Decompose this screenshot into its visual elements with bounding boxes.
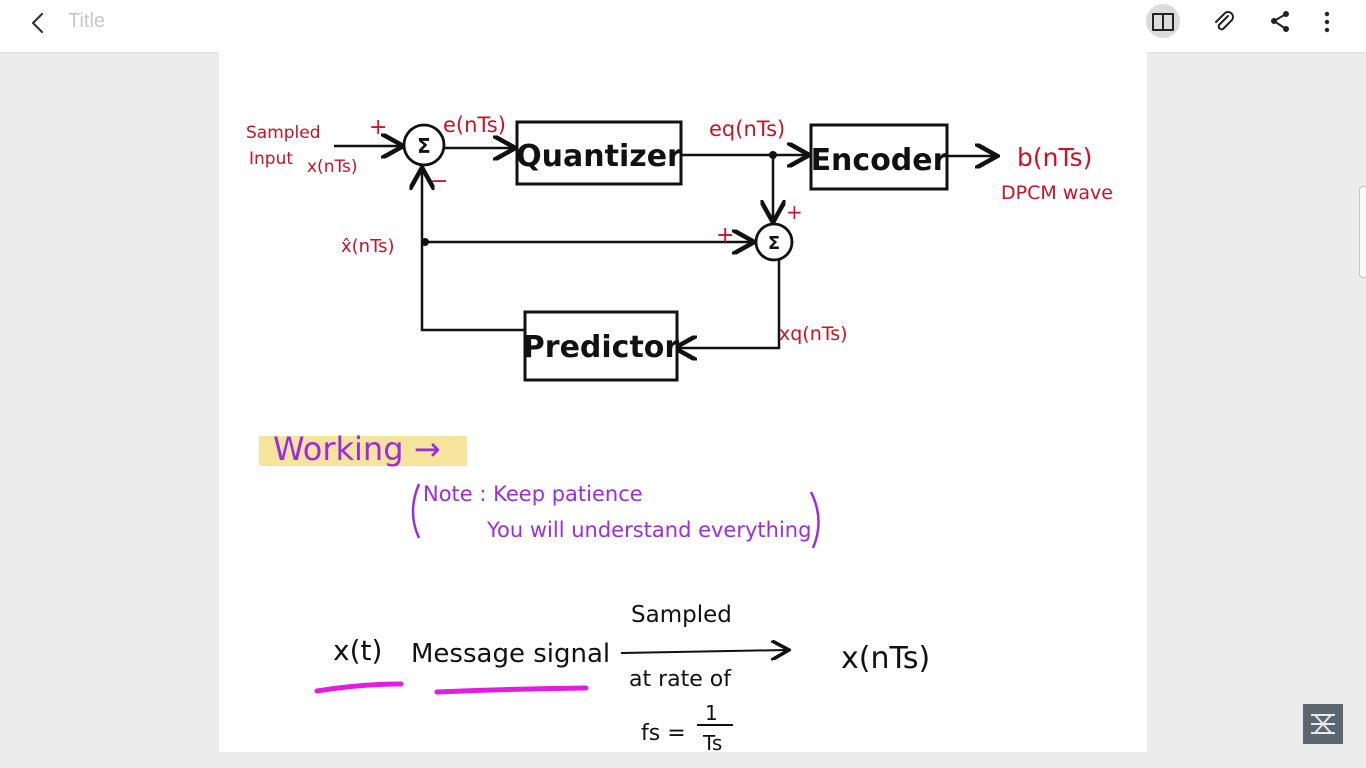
summer-1-symbol: Σ <box>417 134 431 158</box>
more-vertical-icon[interactable] <box>1310 4 1344 38</box>
arrow-bottom-label: at rate of <box>629 667 732 692</box>
plus-sign-top: + <box>369 115 387 140</box>
encoder-block <box>809 123 949 191</box>
sampled-input-label-2: Input <box>249 149 293 169</box>
arrow-top-label: Sampled <box>631 602 732 628</box>
fs-denominator: Ts <box>702 731 722 752</box>
error-signal-label: e(nTs) <box>443 113 506 137</box>
quantizer-label: Quantizer <box>516 139 682 174</box>
share-icon[interactable] <box>1263 4 1297 38</box>
output-signal-label: b(nTs) <box>1017 143 1092 172</box>
note-page[interactable]: Σ Quantizer Encoder Σ Predictor Sampled … <box>219 52 1147 755</box>
fs-numerator: 1 <box>705 701 718 725</box>
paperclip-icon[interactable] <box>1206 4 1240 38</box>
predictor-label: Predictor <box>523 330 680 365</box>
prediction-feedback-arrow <box>422 170 525 332</box>
plus-sign-right: + <box>786 200 803 224</box>
message-label-underline <box>434 685 589 695</box>
note-bracket-right <box>809 491 820 549</box>
page-title[interactable]: Title <box>68 10 106 32</box>
channel-logo <box>1303 704 1343 744</box>
output-wave-label: DPCM wave <box>1001 182 1113 204</box>
top-app-bar: Title <box>0 0 1366 53</box>
quantizer-block <box>515 120 683 186</box>
encoder-label: Encoder <box>811 143 948 178</box>
note-line-2: You will understand everything <box>486 518 811 542</box>
logo-mark-icon <box>1311 714 1335 734</box>
sampled-result: x(nTs) <box>841 641 930 676</box>
message-label: Message signal <box>411 639 610 669</box>
summer-2-symbol: Σ <box>768 233 780 254</box>
sampling-arrow <box>620 650 787 653</box>
note-line-1: Note : Keep patience <box>423 482 643 506</box>
predictor-block <box>523 310 679 382</box>
quantized-error-label: eq(nTs) <box>709 117 785 141</box>
working-heading: Working → <box>273 430 441 468</box>
minus-sign: − <box>430 169 448 194</box>
back-arrow-icon[interactable] <box>22 8 54 36</box>
working-highlight <box>259 436 467 466</box>
note-bracket-left <box>411 483 421 539</box>
fs-lhs: fs = <box>641 721 686 746</box>
xq-feedback-arrow <box>677 260 781 348</box>
input-signal-label: x(nTs) <box>307 157 358 177</box>
scrollbar-thumb[interactable] <box>1359 186 1366 278</box>
note-canvas: Σ Quantizer Encoder Σ Predictor Sampled … <box>246 113 1113 755</box>
quantized-signal-label: xq(nTs) <box>779 323 848 345</box>
book-icon[interactable] <box>1146 4 1180 38</box>
plus-sign-left: + <box>716 223 734 248</box>
predicted-signal-label: x̂(nTs) <box>341 236 395 257</box>
sampled-input-label-1: Sampled <box>246 123 321 143</box>
message-symbol: x(t) <box>333 634 382 667</box>
message-symbol-underline <box>314 681 404 694</box>
